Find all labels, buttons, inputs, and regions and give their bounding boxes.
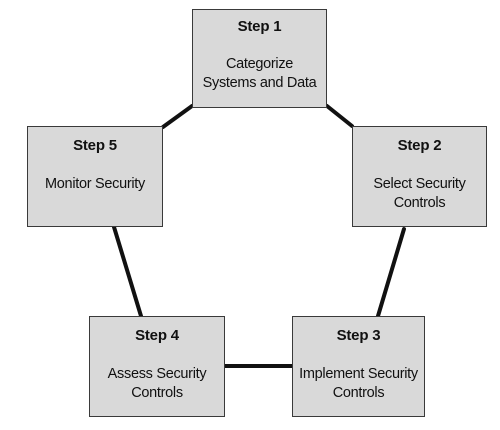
connector-step5-step1 — [161, 104, 194, 129]
step-1-title: Step 1 — [237, 18, 282, 35]
step-3-title: Step 3 — [336, 327, 381, 344]
step-4-description: Assess Security Controls — [90, 365, 224, 403]
step-4-line-2: Controls — [131, 385, 183, 401]
step-2-title: Step 2 — [397, 137, 442, 154]
step-2-line-1: Select Security — [373, 176, 466, 192]
step-4-box: Step 4 Assess Security Controls — [89, 316, 225, 417]
step-1-line-2: Systems and Data — [202, 75, 317, 91]
step-1-description: Categorize Systems and Data — [193, 55, 326, 93]
step-3-line-1: Implement Security — [299, 366, 418, 382]
step-1-line-1: Categorize — [225, 56, 294, 72]
step-2-box: Step 2 Select Security Controls — [352, 126, 487, 227]
step-5-box: Step 5 Monitor Security — [27, 126, 163, 227]
connector-step4-step5 — [112, 225, 143, 318]
connector-step2-step3 — [376, 227, 406, 318]
connector-step1-step2 — [325, 104, 354, 128]
step-3-box: Step 3 Implement Security Controls — [292, 316, 425, 417]
step-5-line-1: Monitor Security — [45, 176, 145, 192]
step-3-description: Implement Security Controls — [293, 365, 424, 403]
step-5-title: Step 5 — [73, 137, 117, 154]
step-5-description: Monitor Security — [28, 175, 162, 194]
step-2-description: Select Security Controls — [353, 175, 486, 213]
step-2-line-2: Controls — [393, 195, 446, 211]
step-1-box: Step 1 Categorize Systems and Data — [192, 9, 327, 108]
step-4-line-1: Assess Security — [107, 366, 207, 382]
step-4-title: Step 4 — [135, 327, 179, 344]
step-3-line-2: Controls — [332, 385, 385, 401]
